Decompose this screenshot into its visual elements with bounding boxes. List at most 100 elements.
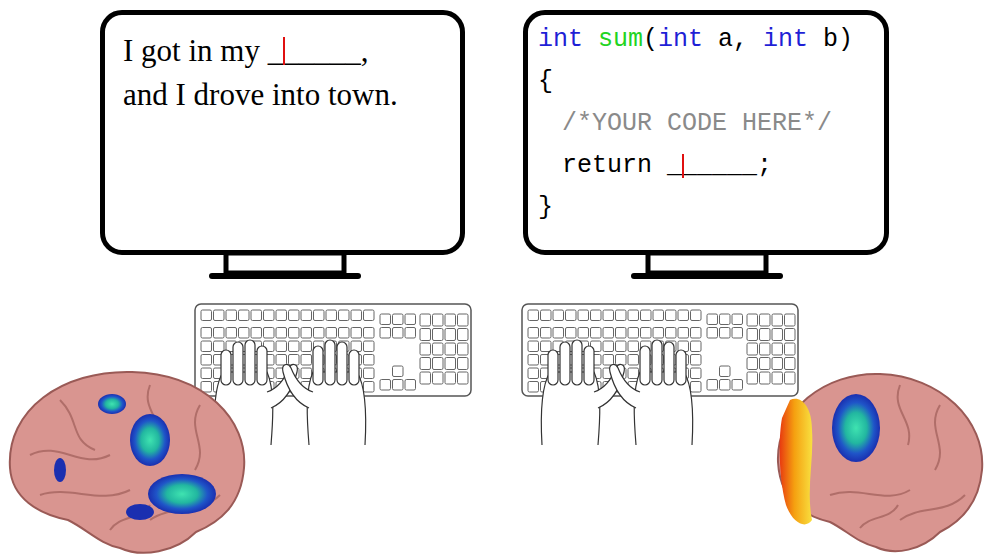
key [591,310,602,321]
key [289,341,300,352]
hand [610,340,693,445]
key [239,310,250,321]
key [747,343,758,355]
key [201,310,212,321]
key [628,355,639,366]
stand-base [634,273,780,279]
keyboard-body [195,304,471,396]
key [326,328,337,339]
code-line: return ______; [538,145,874,187]
key [566,328,577,339]
key [528,341,539,352]
key [747,372,758,384]
key [339,310,350,321]
key [616,310,627,321]
finger [245,340,255,385]
key [301,368,312,379]
finger [349,350,359,385]
code-line: } [538,187,874,229]
brain-outline [10,372,244,553]
stand-neck [648,253,766,273]
key [628,328,639,339]
activation-blob [780,399,813,525]
key [678,310,689,321]
key [201,368,212,379]
key [364,310,375,321]
hand [283,340,366,445]
finger [584,346,594,385]
finger [652,340,662,385]
sentence-text: I got in my ______, and I drove into tow… [123,29,398,117]
key [785,372,796,384]
finger [257,346,267,385]
key [616,355,627,366]
key [301,328,312,339]
key [393,328,404,339]
brain-activation-map [778,374,982,551]
key [380,328,391,339]
key [201,328,212,339]
key [760,314,771,326]
key [666,328,677,339]
text-cursor [283,37,285,65]
key [420,343,431,355]
key [433,358,444,370]
finger [560,342,570,385]
key [603,310,614,321]
typing-hands [541,340,692,445]
key [760,343,771,355]
hand [541,340,624,445]
key [541,310,552,321]
key [720,380,731,391]
key [772,314,783,326]
finger [233,342,243,385]
key [772,329,783,341]
key [707,380,718,391]
key [541,341,552,352]
key [760,372,771,384]
finger [572,340,582,385]
key [691,328,702,339]
key [666,310,677,321]
key [364,368,375,379]
key [351,310,362,321]
key [339,328,350,339]
brain-activation-map [10,372,244,553]
key [364,355,375,366]
key [578,328,589,339]
key [772,358,783,370]
key [251,310,262,321]
key [772,343,783,355]
key [720,314,731,325]
key [616,328,627,339]
key [528,355,539,366]
key [785,329,796,341]
key [785,314,796,326]
key [276,341,287,352]
key [528,382,539,393]
brain-outline [778,374,982,551]
finger [676,350,686,385]
code-line: /*YOUR CODE HERE*/ [538,103,874,145]
key [214,310,225,321]
key [747,314,758,326]
key [364,382,375,393]
brain-gyri [30,385,220,530]
key [364,328,375,339]
key [445,372,456,384]
key [393,314,404,325]
key [301,355,312,366]
code-line: int sum(int a, int b) [538,19,874,61]
key [433,343,444,355]
key [691,355,702,366]
monitor-screen: int sum(int a, int b){/*YOUR CODE HERE*/… [523,10,889,255]
key [351,328,362,339]
key [603,355,614,366]
key [314,328,325,339]
activation-blob [130,414,170,466]
key [420,358,431,370]
key [591,328,602,339]
key [405,314,416,325]
key [603,328,614,339]
